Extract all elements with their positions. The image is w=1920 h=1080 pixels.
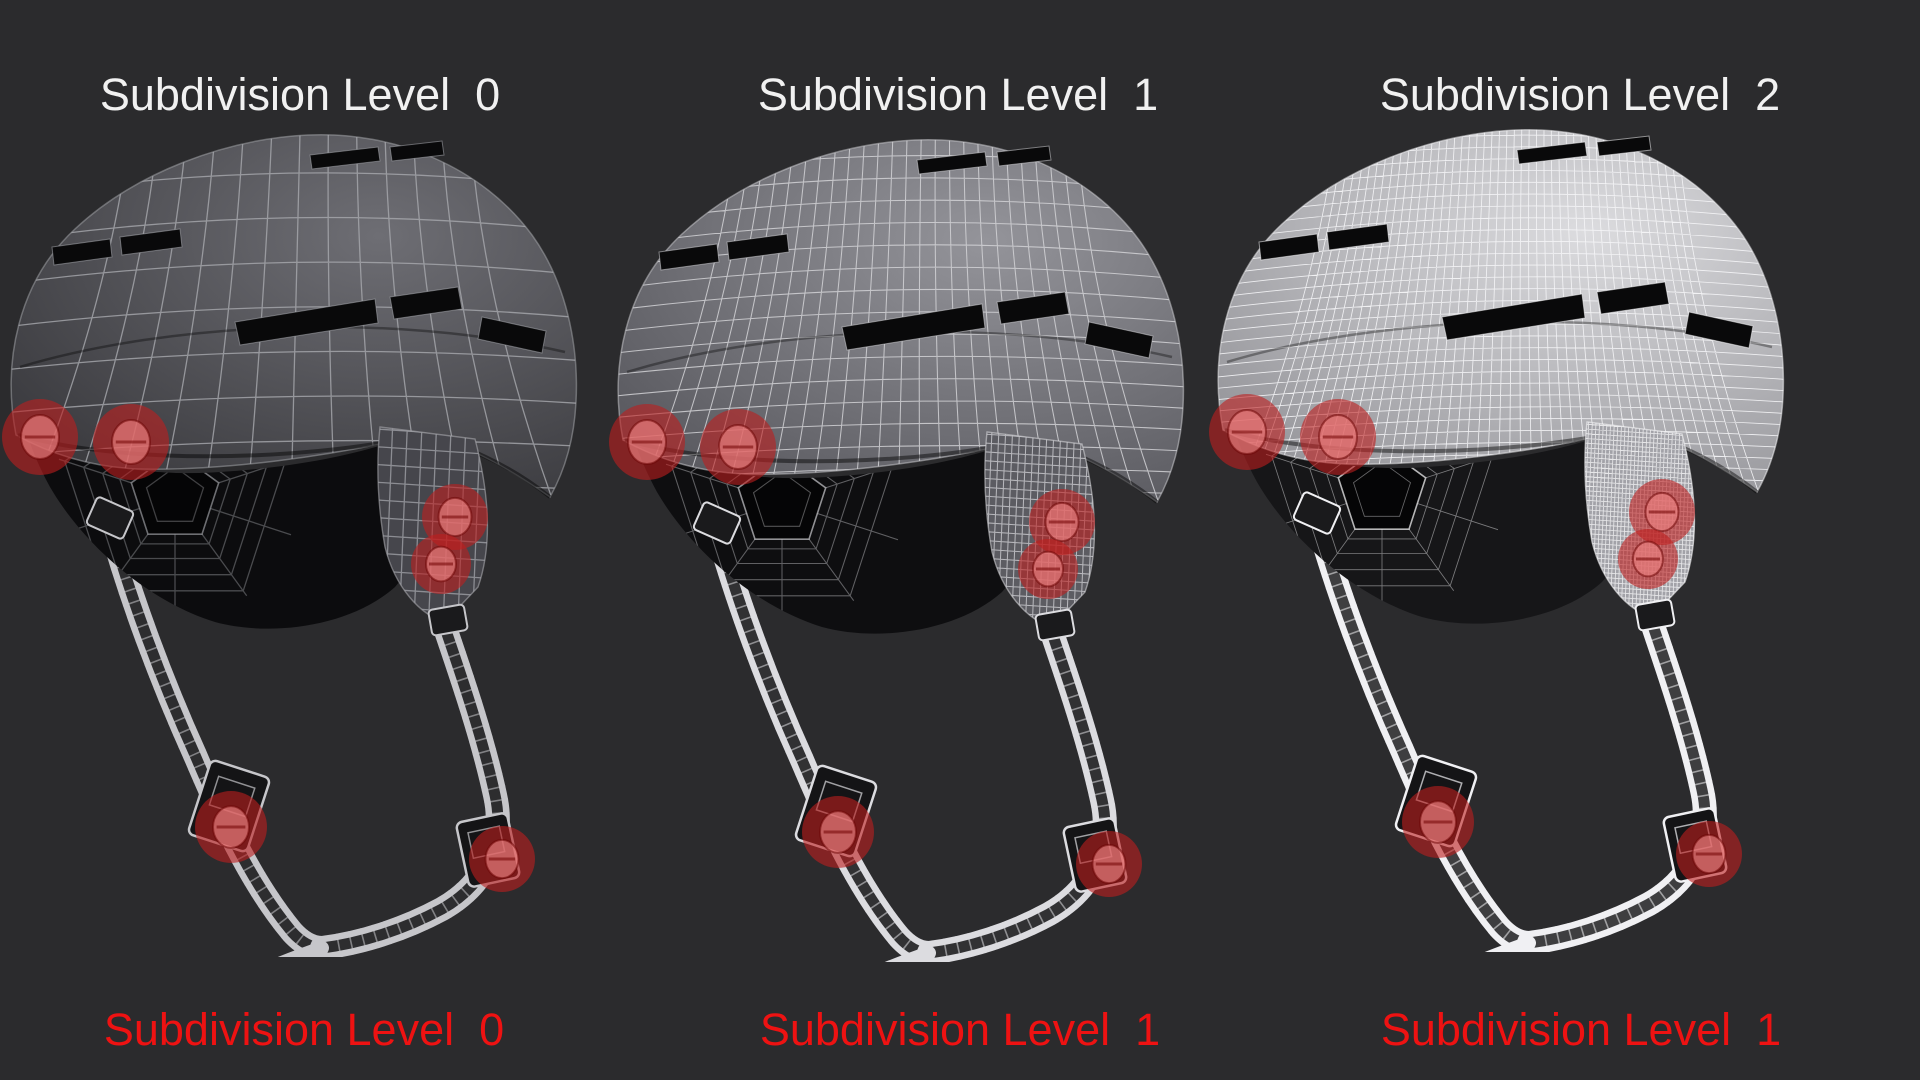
vent-slot: [726, 233, 790, 261]
helmet-render-level-2: [1209, 128, 1785, 952]
highlight-rear-rivet-right: [93, 404, 169, 480]
vent-slot: [477, 316, 547, 354]
vent-slot: [119, 228, 183, 256]
vent-slot: [51, 238, 113, 266]
highlight-strap-buckle-left: [802, 796, 874, 868]
strap-clip-left: [692, 501, 742, 545]
highlight-rear-rivet-left: [2, 399, 78, 475]
highlight-rear-rivet-right: [1300, 399, 1376, 475]
chin-strap-right: [1517, 602, 1717, 952]
highlight-strap-buckle-left: [195, 791, 267, 863]
highlight-ear-rivet-upper: [1629, 479, 1695, 545]
strap-tail: [884, 946, 936, 962]
vent-slot: [1326, 223, 1390, 251]
helmet-render-level-1: [609, 138, 1185, 962]
vent-slot: [389, 140, 445, 162]
vent-slot: [1596, 281, 1670, 315]
highlight-strap-buckle-right: [1676, 821, 1742, 887]
subdivision-label-right: Subdivision Level 1: [1380, 1004, 1782, 1055]
vent-slot: [996, 291, 1070, 325]
highlight-strap-buckle-right: [469, 826, 535, 892]
vent-slot: [1441, 293, 1586, 341]
vent-slot: [234, 298, 379, 346]
vent-slot: [1684, 311, 1754, 349]
highlight-ear-rivet-lower: [1618, 529, 1678, 589]
vent-slot: [1516, 141, 1588, 165]
highlight-strap-buckle-left: [1402, 786, 1474, 858]
strap-clip-left: [85, 496, 135, 540]
vent-slot: [309, 146, 381, 170]
vent-slot: [996, 145, 1052, 167]
strap-tail: [277, 941, 329, 957]
highlight-rear-rivet-right: [700, 409, 776, 485]
subdivision-title-right: Subdivision Level 2: [1379, 69, 1781, 120]
highlight-rear-rivet-left: [609, 404, 685, 480]
highlight-ear-rivet-upper: [422, 484, 488, 550]
vent-slot: [389, 286, 463, 320]
strap-tail: [1484, 936, 1536, 952]
subdivision-label-left: Subdivision Level 0: [103, 1004, 505, 1055]
strap-clip-right: [427, 603, 469, 637]
highlight-ear-rivet-lower: [1018, 539, 1078, 599]
vent-slot: [916, 151, 988, 175]
vent-slot: [1596, 135, 1652, 157]
highlight-ear-rivet-lower: [411, 534, 471, 594]
subdivision-title-middle: Subdivision Level 1: [757, 69, 1159, 120]
vent-slot: [841, 303, 986, 351]
strap-clip-right: [1034, 608, 1076, 642]
strap-clip-left: [1292, 491, 1342, 535]
highlight-strap-buckle-right: [1076, 831, 1142, 897]
chin-strap-right: [917, 612, 1117, 962]
vent-slot: [1258, 233, 1320, 261]
subdivision-label-middle: Subdivision Level 1: [759, 1004, 1161, 1055]
chin-strap-right: [310, 607, 510, 957]
helmet-render-level-0: [2, 133, 578, 957]
highlight-rear-rivet-left: [1209, 394, 1285, 470]
subdivision-title-left: Subdivision Level 0: [99, 69, 501, 120]
strap-clip-right: [1634, 598, 1676, 632]
highlight-ear-rivet-upper: [1029, 489, 1095, 555]
vent-slot: [1084, 321, 1154, 359]
vent-slot: [658, 243, 720, 271]
